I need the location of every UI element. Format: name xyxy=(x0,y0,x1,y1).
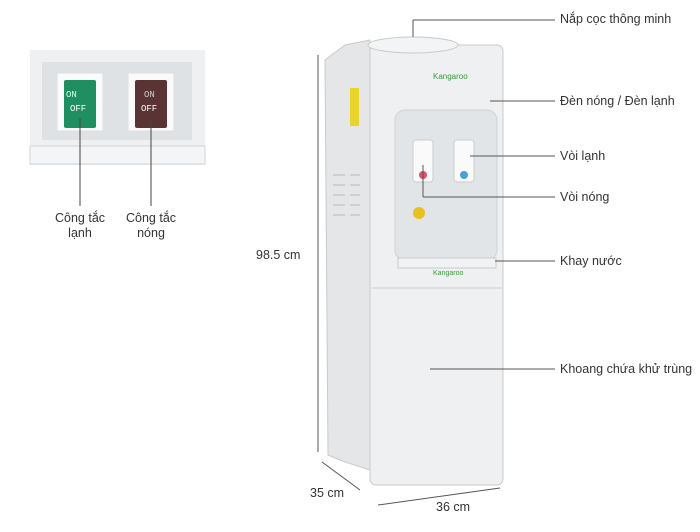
brand-logo-top: Kangaroo xyxy=(433,72,468,81)
cold-switch-on-text: ON xyxy=(66,90,77,100)
callout-cold-tap: Vòi lạnh xyxy=(560,149,606,163)
callout-indicator-lights: Đèn nóng / Đèn lạnh xyxy=(560,94,675,108)
hot-switch-label-line1: Công tắc xyxy=(125,211,177,225)
callout-smart-lid: Nắp cọc thông minh xyxy=(560,12,672,26)
switch-panel xyxy=(29,50,206,206)
hot-switch-label-line2: nóng xyxy=(137,226,165,240)
cold-switch[interactable] xyxy=(64,80,96,128)
height-dimension: 98.5 cm xyxy=(256,248,301,262)
cold-switch-off-text: OFF xyxy=(70,104,87,114)
hot-switch-off-text: OFF xyxy=(141,104,158,114)
dimension-lines xyxy=(317,55,501,506)
brand-logo-tray: Kangaroo xyxy=(433,270,464,277)
cold-switch-label-line1: Công tắc xyxy=(54,211,106,225)
depth-dimension: 35 cm xyxy=(310,486,345,500)
hot-switch-on-text: ON xyxy=(144,90,155,100)
water-dispenser xyxy=(324,36,504,486)
width-dimension: 36 cm xyxy=(436,500,471,514)
callout-leaders xyxy=(412,19,555,370)
callout-sterilizing-cabinet: Khoang chứa khử trùng xyxy=(560,362,693,376)
cold-switch-label-line2: lạnh xyxy=(68,226,92,240)
callout-drip-tray: Khay nước xyxy=(560,254,622,268)
hot-switch[interactable] xyxy=(135,80,167,128)
callout-hot-tap: Vòi nóng xyxy=(560,190,610,204)
